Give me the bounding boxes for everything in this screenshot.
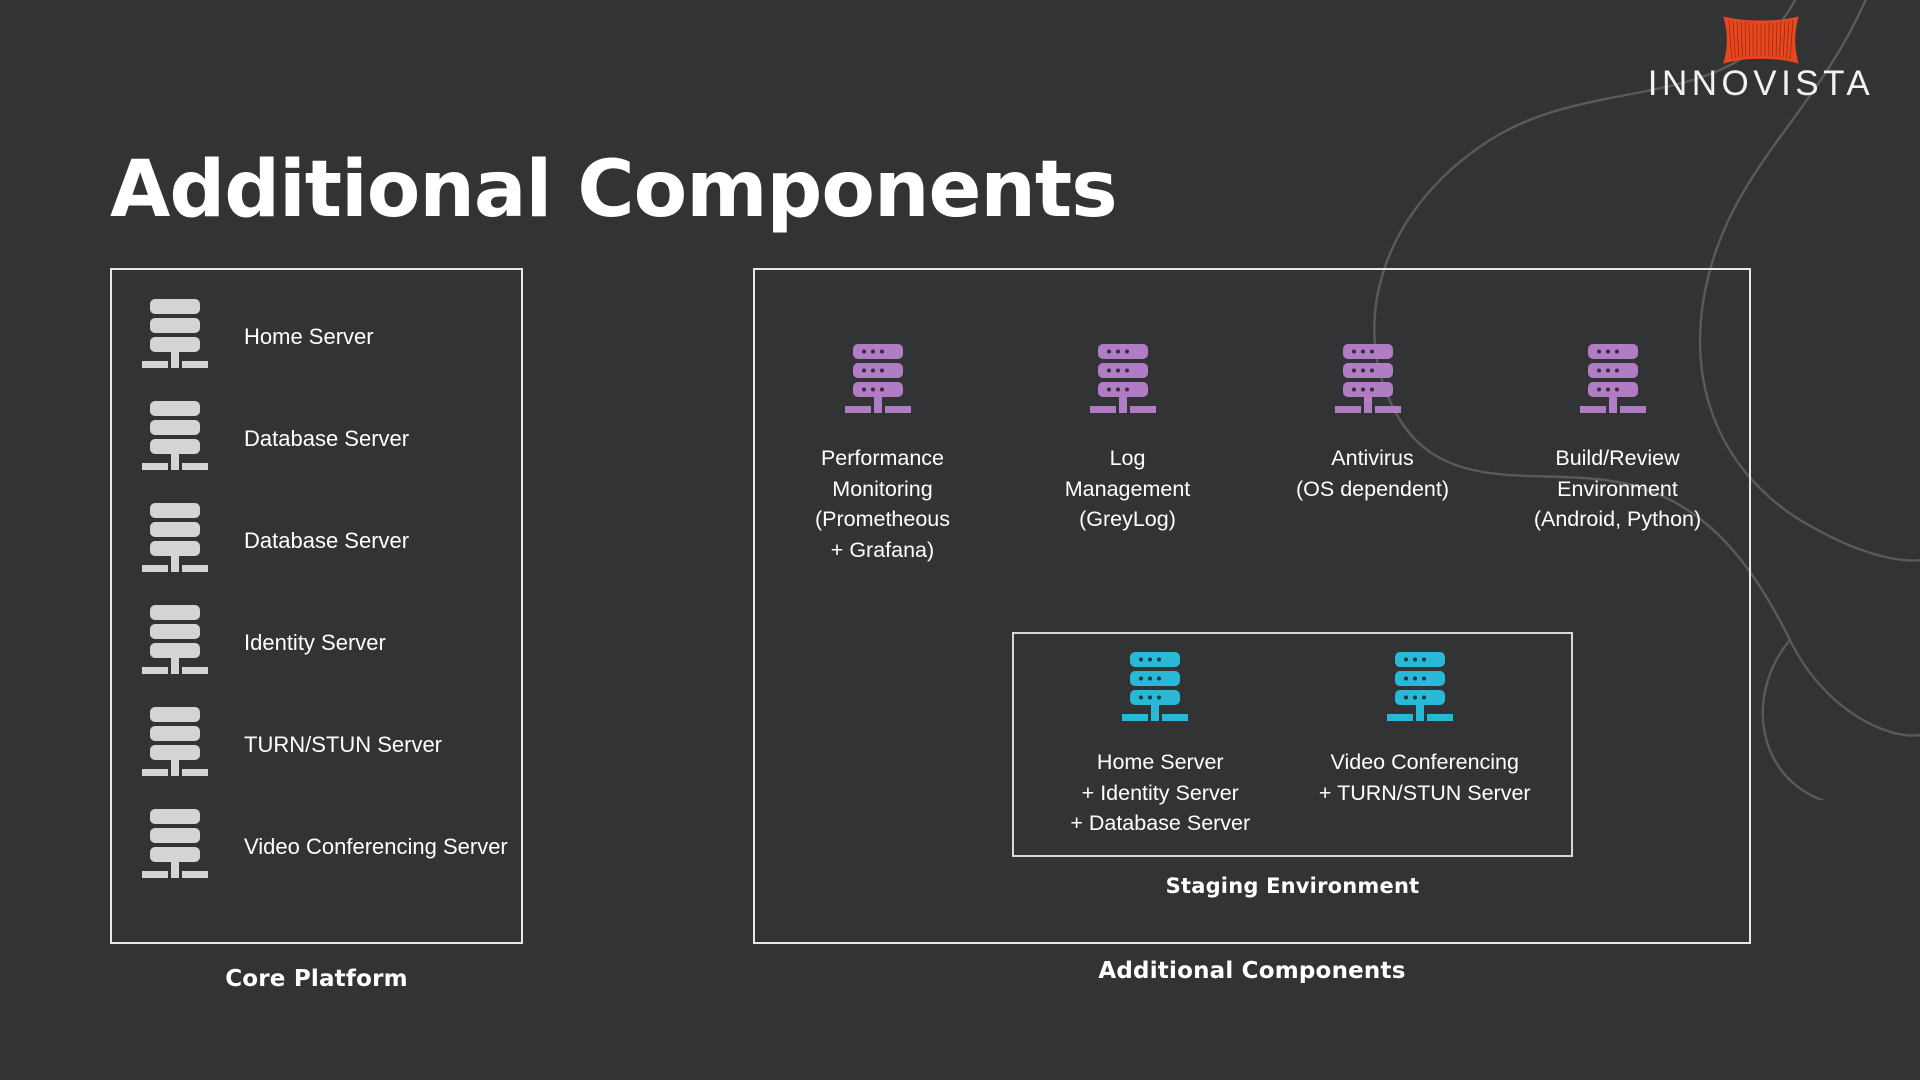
staging-card[interactable]: Video Conferencing + TURN/STUN Server bbox=[1300, 648, 1550, 808]
component-label: Antivirus (OS dependent) bbox=[1296, 446, 1449, 501]
list-item[interactable]: Home Server bbox=[142, 286, 522, 388]
component-card[interactable]: Performance Monitoring (Prometheous + Gr… bbox=[775, 340, 990, 565]
component-label: Build/Review Environment (Android, Pytho… bbox=[1533, 446, 1702, 532]
innovista-basket-logo-icon bbox=[1723, 16, 1799, 64]
list-item-label: Video Conferencing Server bbox=[244, 834, 508, 860]
additional-components-caption: Additional Components bbox=[1098, 958, 1406, 984]
staging-environment-panel bbox=[1012, 632, 1573, 857]
staging-label: Video Conferencing + TURN/STUN Server bbox=[1318, 750, 1531, 805]
list-item[interactable]: Database Server bbox=[142, 490, 522, 592]
list-item[interactable]: Video Conferencing Server bbox=[142, 796, 522, 898]
brand-logo: INNOVISTA bbox=[1646, 16, 1876, 101]
page-title: Additional Components bbox=[110, 145, 1118, 236]
list-item-label: TURN/STUN Server bbox=[244, 732, 443, 758]
server-icon bbox=[142, 295, 218, 380]
server-icon bbox=[142, 703, 218, 788]
server-icon bbox=[142, 805, 218, 890]
list-item-label: Identity Server bbox=[244, 630, 386, 656]
list-item-label: Database Server bbox=[244, 426, 410, 452]
staging-label: Home Server + Identity Server + Database… bbox=[1070, 750, 1251, 836]
component-label: Log Management (GreyLog) bbox=[1064, 446, 1191, 532]
server-icon bbox=[1386, 648, 1463, 733]
core-platform-caption: Core Platform bbox=[225, 966, 408, 992]
server-icon bbox=[844, 340, 921, 425]
component-card[interactable]: Log Management (GreyLog) bbox=[1020, 340, 1235, 535]
server-icon bbox=[1579, 340, 1656, 425]
server-icon bbox=[1122, 648, 1198, 733]
server-icon bbox=[1334, 340, 1411, 425]
server-icon bbox=[142, 601, 218, 686]
core-platform-list: Home Server Database Server bbox=[142, 286, 522, 898]
component-card[interactable]: Build/Review Environment (Android, Pytho… bbox=[1510, 340, 1725, 535]
staging-environment-grid: Home Server + Identity Server + Database… bbox=[1028, 648, 1557, 839]
staging-card[interactable]: Home Server + Identity Server + Database… bbox=[1035, 648, 1285, 839]
list-item[interactable]: TURN/STUN Server bbox=[142, 694, 522, 796]
component-card[interactable]: Antivirus (OS dependent) bbox=[1265, 340, 1480, 504]
brand-wordmark: INNOVISTA bbox=[1647, 64, 1875, 103]
additional-components-grid: Performance Monitoring (Prometheous + Gr… bbox=[775, 340, 1725, 565]
list-item[interactable]: Database Server bbox=[142, 388, 522, 490]
server-icon bbox=[1089, 340, 1166, 425]
list-item-label: Home Server bbox=[244, 324, 374, 350]
component-label: Performance Monitoring (Prometheous + Gr… bbox=[814, 446, 951, 562]
core-platform-panel bbox=[110, 268, 523, 944]
additional-components-panel bbox=[753, 268, 1751, 944]
staging-environment-caption: Staging Environment bbox=[1165, 874, 1420, 898]
server-icon bbox=[142, 499, 218, 584]
list-item[interactable]: Identity Server bbox=[142, 592, 522, 694]
server-icon bbox=[142, 397, 218, 482]
list-item-label: Database Server bbox=[244, 528, 410, 554]
